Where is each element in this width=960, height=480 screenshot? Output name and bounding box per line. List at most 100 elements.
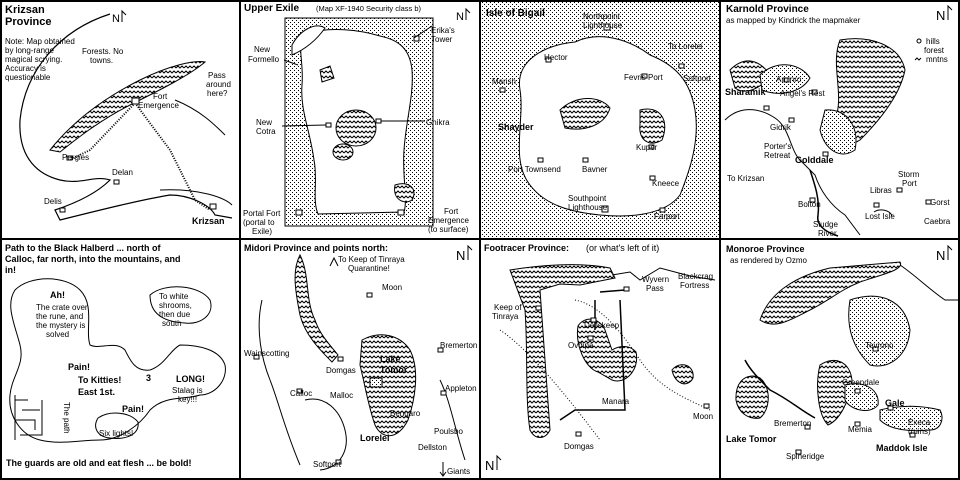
to-lorelei-label: To Lorelei — [668, 42, 703, 51]
calloc-label: Calloc — [290, 389, 312, 398]
mountains-west — [294, 253, 339, 363]
mountains-north — [759, 261, 902, 325]
porters-retreat-label-1: Porter's — [764, 142, 791, 151]
north-letter: N — [456, 11, 464, 23]
krizsan-label: Krizsan — [192, 216, 225, 226]
panel-title: Midori Province and points north: — [244, 243, 388, 253]
delis-label: Delis — [44, 197, 62, 206]
memia-label: Memia — [848, 425, 873, 434]
softport-label: Softport — [683, 74, 712, 83]
portal-fort-label-2: (portal to — [243, 218, 275, 227]
panel-bigail: Isle of Bigail Northpoint Lighthouse To … — [482, 2, 719, 238]
legend-hills: hills — [926, 37, 940, 46]
legend-mountains: mntns — [926, 55, 948, 64]
road — [559, 289, 626, 421]
panel-footer: The guards are old and eat flesh ... be … — [6, 458, 192, 468]
coast — [724, 109, 861, 236]
shayder-label: Shayder — [498, 122, 534, 132]
execa-label-1: Execa — [908, 418, 931, 427]
southpoint-label-1: Southpoint — [568, 194, 607, 203]
note-crate-4: solved — [46, 330, 69, 339]
domgas-label: Domgas — [564, 442, 594, 451]
marish-label: Marish — [492, 77, 516, 86]
giants-label: Giants — [447, 467, 470, 476]
eriks-tower-label-1: Erika's — [431, 26, 455, 35]
storm-port-label-2: Port — [902, 179, 917, 188]
island — [518, 36, 697, 217]
note-white-4: south — [162, 319, 182, 328]
note-ah: Ah! — [50, 290, 65, 300]
to-krizsan-label: To Krizsan — [727, 174, 764, 183]
pass-note-3: here? — [207, 89, 228, 98]
panel-midori: Midori Province and points north: N To K… — [244, 243, 477, 477]
north-letter: N — [112, 13, 120, 25]
lake-tomor-label-1: Lake — [380, 354, 401, 364]
new-cotra-label-1: New — [256, 118, 272, 127]
north-arrow: N — [485, 454, 502, 473]
pass-note-2: around — [206, 80, 231, 89]
lake-tomor-label: Lake Tomor — [726, 434, 777, 444]
poulsbo-label: Poulsbo — [434, 427, 463, 436]
note-pain-2: Pain! — [122, 404, 144, 414]
note-path: The path — [62, 402, 71, 434]
moon-label: Moon — [693, 412, 713, 421]
river — [809, 169, 839, 237]
moon-label: Moon — [382, 283, 402, 292]
panel-subtitle: (Map XF-1940 Security class b) — [316, 4, 422, 13]
mountain-range — [49, 61, 207, 153]
new-formello-label-1: New — [254, 45, 270, 54]
hector-label: Hector — [544, 53, 568, 62]
wyvern-pass-label-2: Pass — [646, 284, 664, 293]
note-three: 3 — [146, 373, 151, 383]
blackcrag-label-2: Fortress — [680, 281, 709, 290]
cave-outline — [9, 278, 226, 443]
pergies-label: Pergies — [62, 153, 89, 162]
caebra-label: Caebra — [924, 217, 951, 226]
softport-label: Softport — [313, 460, 342, 469]
forest-note-1: Forests. No — [82, 47, 124, 56]
porters-retreat-label-2: Retreat — [764, 151, 791, 160]
note-white-2: shrooms, — [159, 301, 192, 310]
north-arrow: N — [936, 4, 953, 23]
panel-title: Monoroe Province — [726, 244, 805, 254]
road — [69, 102, 211, 211]
ovdipa-label: Ovdipa — [568, 341, 594, 350]
portal-fort-label-1: Portal Fort — [243, 209, 281, 218]
sharamik-label: Sharamik — [725, 87, 767, 97]
sludge-river-label-2: River — [818, 229, 837, 238]
dellston-label: Dellston — [418, 443, 447, 452]
new-formello-label-2: Formello — [248, 55, 280, 64]
gale-label: Gale — [885, 398, 905, 408]
note-5: questionable — [5, 73, 51, 82]
ghikra-lake — [335, 109, 377, 147]
forest-note-2: towns. — [90, 56, 113, 65]
port-townsend-label: Port Townsend — [508, 165, 561, 174]
path-route — [14, 395, 43, 440]
bremerton-label: Bremerton — [440, 341, 477, 350]
bavner-label: Bavner — [582, 165, 608, 174]
northpoint-label-1: Northpoint — [583, 12, 621, 21]
fort-label-1: Fort — [153, 92, 168, 101]
aminro-label: Aminro — [776, 75, 802, 84]
panel-subtitle: as mapped by Kindrick the mapmaker — [726, 16, 861, 25]
note-4: Accuracy is — [5, 64, 46, 73]
bengaro-label: Bengaro — [390, 409, 421, 418]
panel-monoroe: Monoroe Province as rendered by Ozmo N T… — [726, 244, 958, 461]
panel-title: Isle of Bigail — [486, 8, 545, 19]
panel-footracer: Footracer Province: (or what's left of i… — [484, 243, 716, 473]
keep-label-1: To Keep of Tinraya — [338, 255, 405, 264]
execa-label-2: (ruins) — [908, 427, 931, 436]
north-arrow: N — [112, 9, 127, 25]
coast-west — [258, 299, 301, 466]
panel-title-2: Calloc, far north, into the mountains, a… — [5, 254, 181, 264]
southpoint-label-2: Lighthouse — [568, 203, 608, 212]
maddok-isle-label: Maddok Isle — [876, 443, 928, 453]
note-long-3: key!!! — [178, 395, 197, 404]
note-crate-3: the mystery is — [36, 321, 85, 330]
portal-fort-label-3: Exile) — [252, 227, 272, 236]
pass-note-1: Pass — [208, 71, 226, 80]
forest — [559, 98, 611, 130]
